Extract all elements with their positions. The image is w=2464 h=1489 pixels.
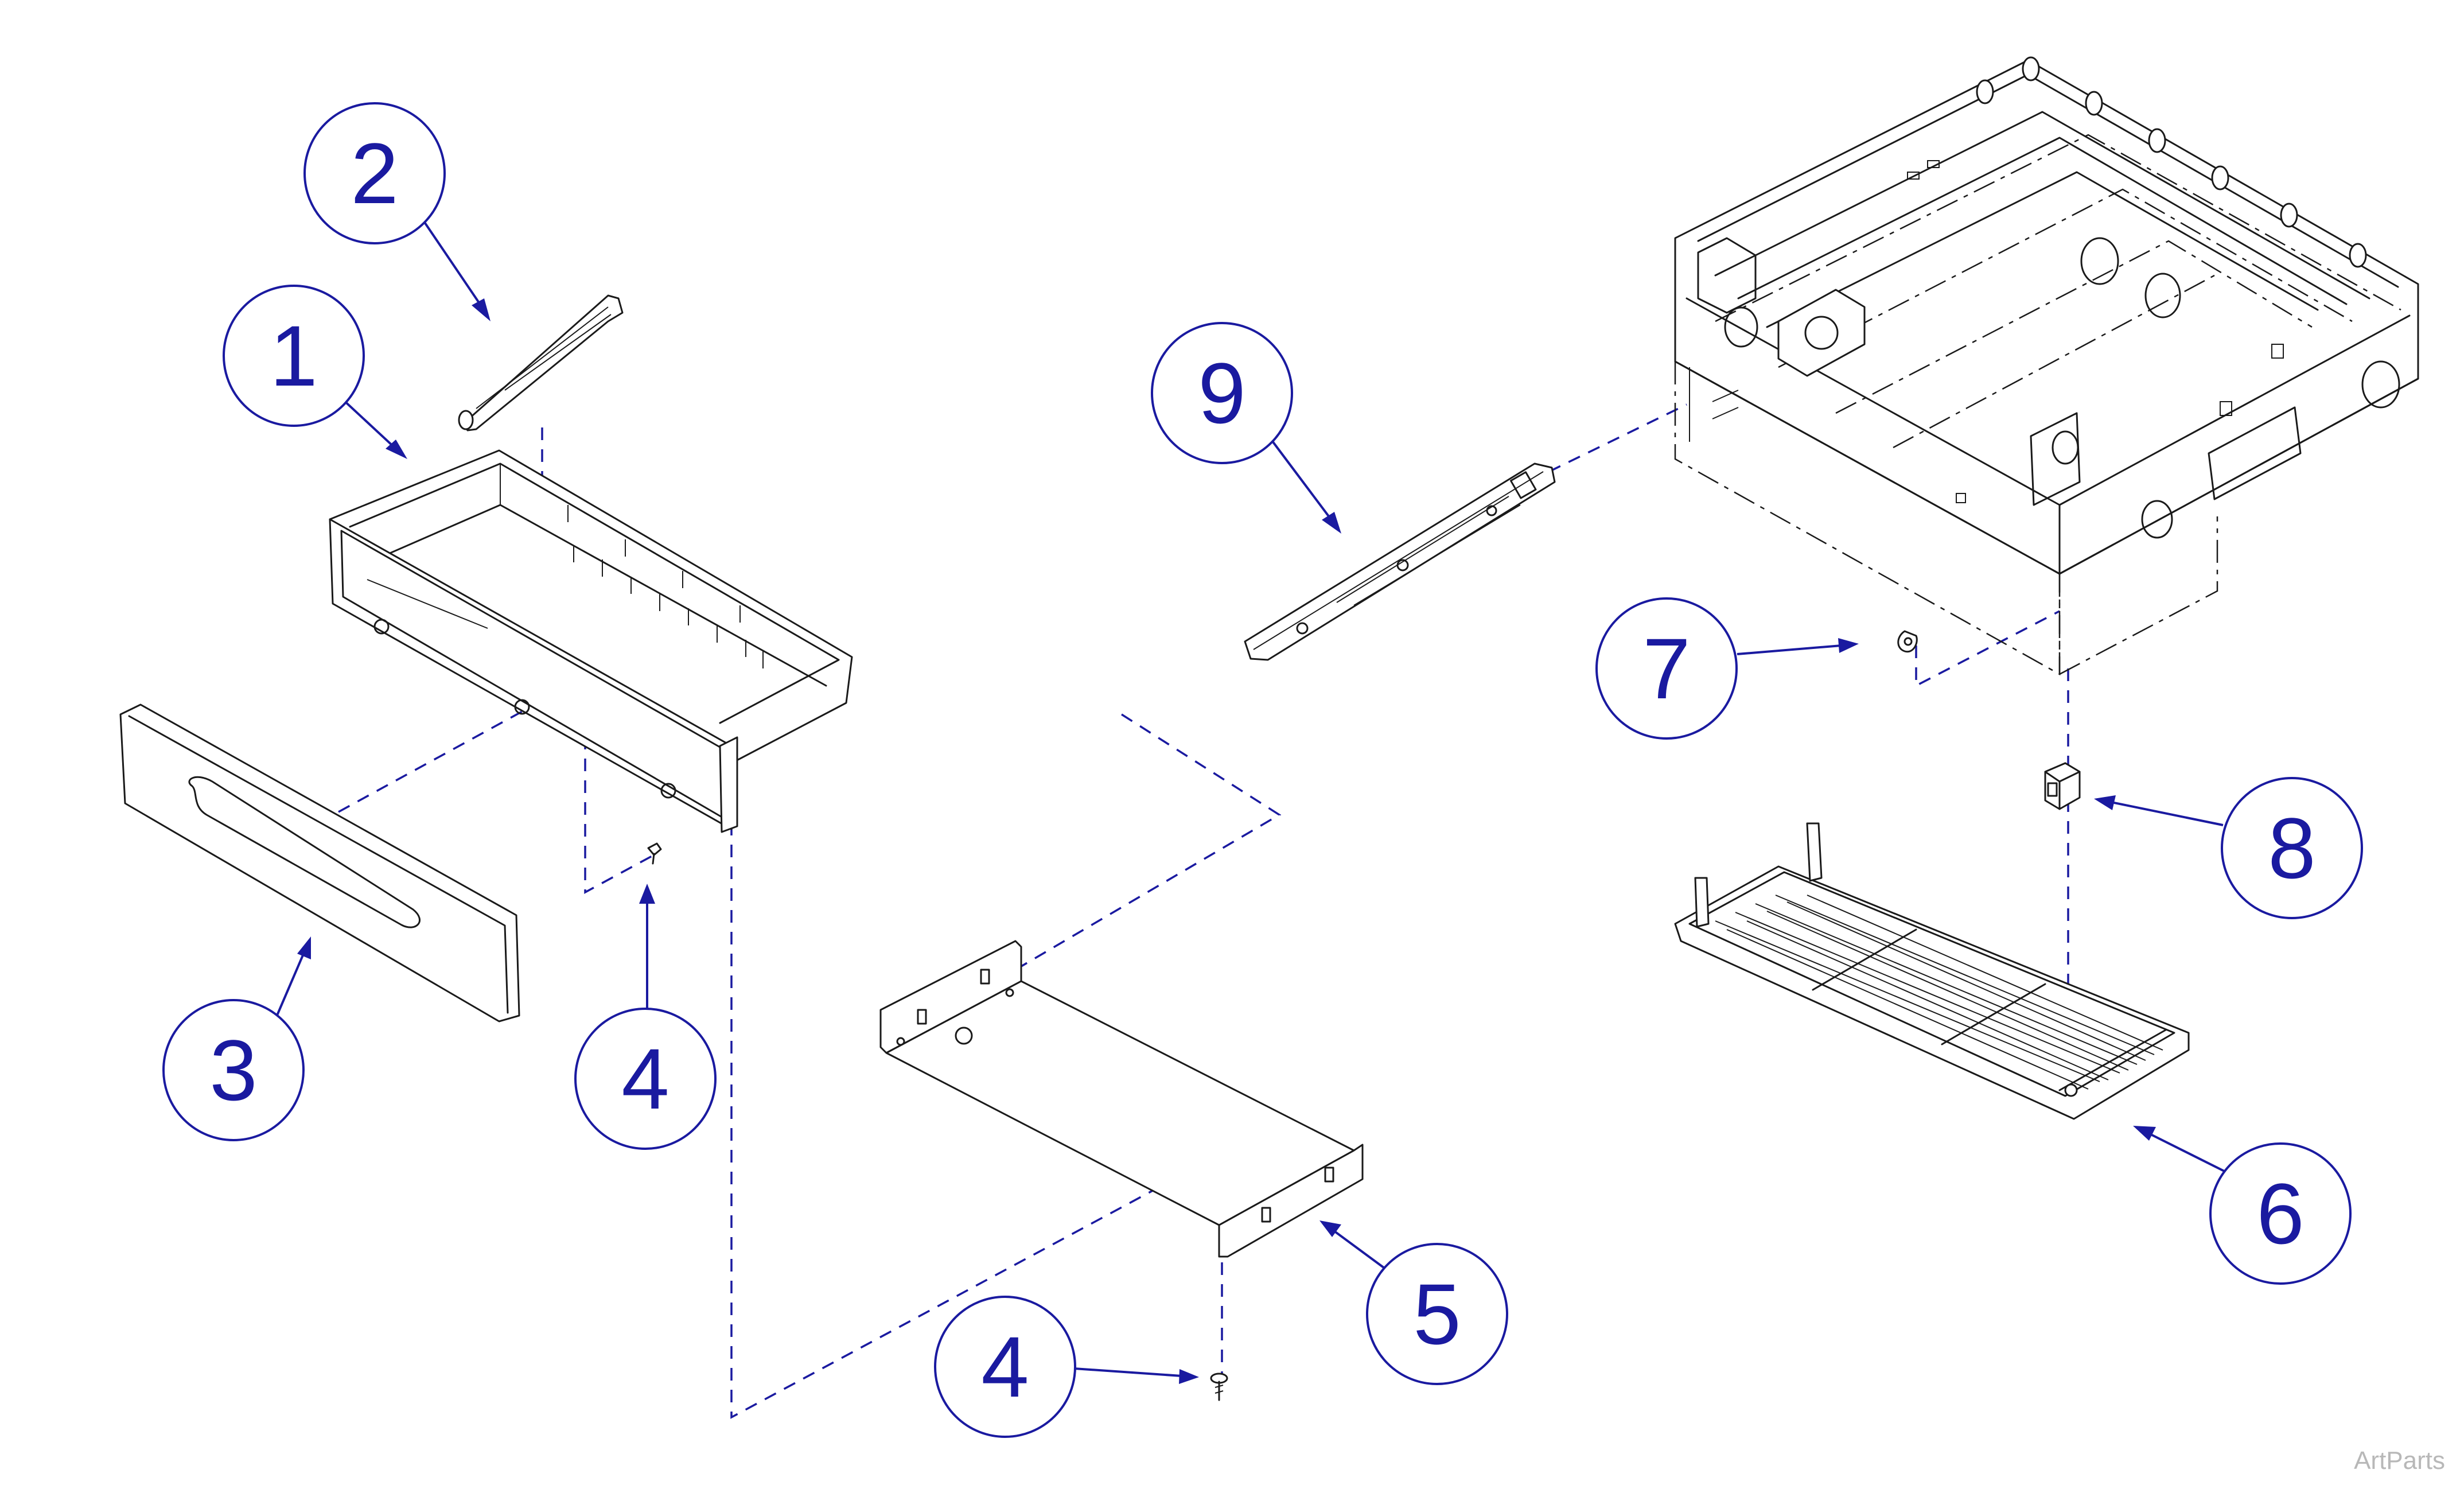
screw-top-part: [647, 842, 662, 865]
callout-8: 8: [2221, 777, 2363, 919]
callout-6: 6: [2209, 1142, 2352, 1285]
callout-6-label: 6: [2256, 1165, 2304, 1262]
leader-lines: [271, 217, 2229, 1384]
callout-7-label: 7: [1642, 620, 1690, 717]
bumper-part: [2044, 762, 2081, 810]
callout-4-top-label: 4: [621, 1031, 669, 1127]
artparts-watermark: ArtParts: [2354, 1447, 2445, 1475]
callout-3: 3: [162, 999, 305, 1141]
drawer-box-part: [329, 449, 853, 833]
callout-5: 5: [1366, 1243, 1508, 1385]
callout-9: 9: [1151, 322, 1293, 464]
slide-rail-part: [1244, 462, 1556, 661]
callout-4-bottom-label: 4: [981, 1319, 1029, 1415]
callout-1-label: 1: [270, 308, 317, 404]
callout-2-label: 2: [351, 125, 398, 221]
callout-5-label: 5: [1413, 1266, 1461, 1362]
callout-1: 1: [223, 285, 365, 427]
divider-part: [458, 294, 624, 431]
callout-7: 7: [1595, 597, 1738, 740]
callout-4-top: 4: [574, 1008, 717, 1150]
callout-8-label: 8: [2268, 800, 2315, 896]
frame-assembly-part: [1674, 56, 2419, 676]
callout-4-bottom: 4: [934, 1296, 1076, 1438]
callout-2: 2: [303, 102, 446, 244]
callout-3-label: 3: [209, 1022, 257, 1118]
clip-part: [1897, 630, 1918, 653]
callout-9-label: 9: [1198, 345, 1245, 441]
screw-bottom-part: [1210, 1373, 1228, 1401]
wire-rack-part: [1674, 822, 2190, 1120]
mounting-panel-part: [879, 940, 1364, 1258]
fascia-part: [119, 703, 520, 1023]
